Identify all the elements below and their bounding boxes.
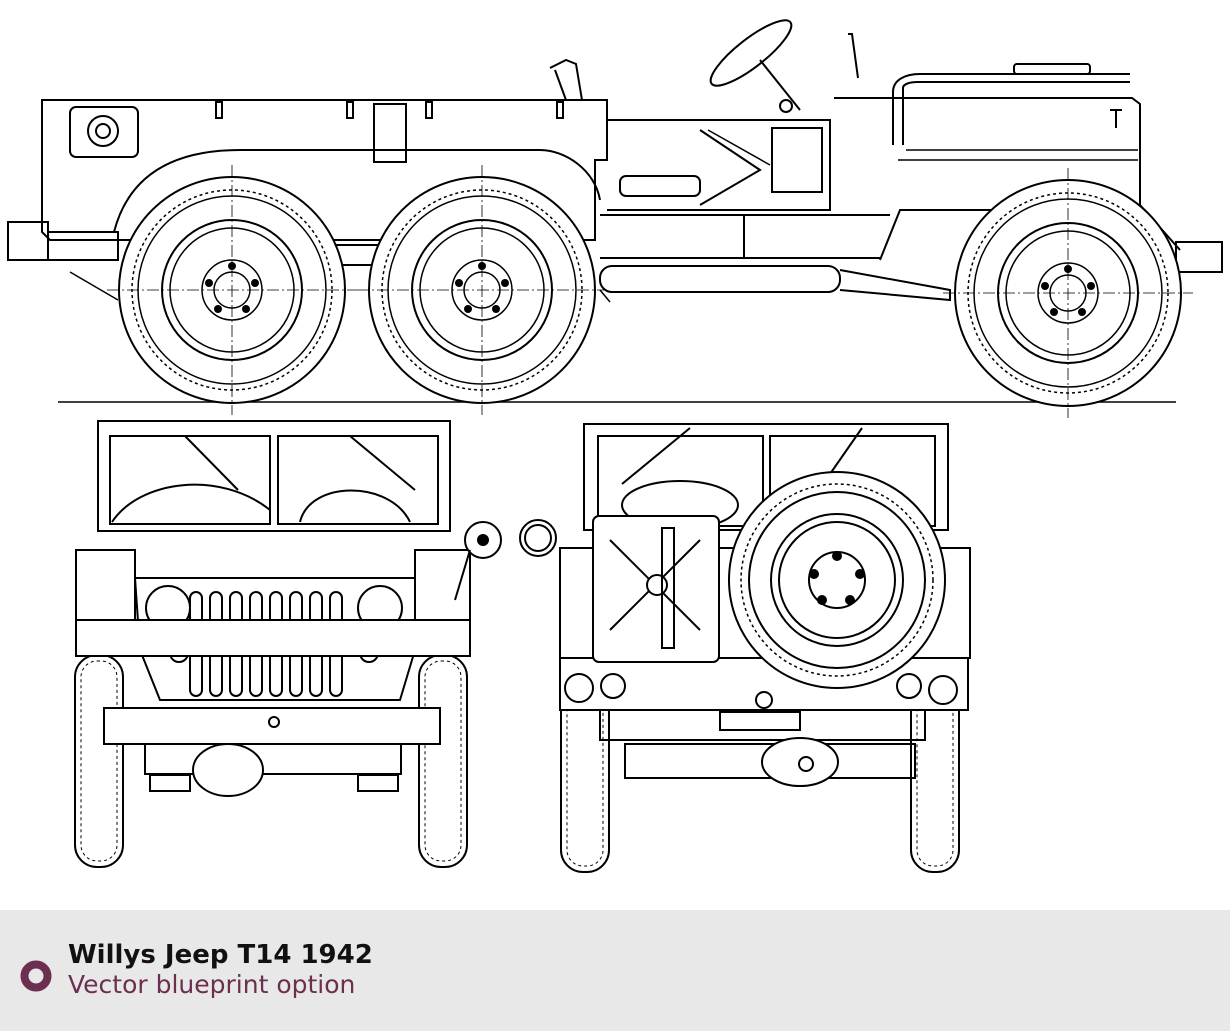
rear-view (519, 423, 971, 873)
front-view (74, 420, 502, 868)
footer-subtitle: Vector blueprint option (68, 970, 356, 999)
side-view (7, 19, 1223, 419)
footer-title: Willys Jeep T14 1942 (68, 940, 373, 970)
blueprint-drawing (7, 19, 1223, 873)
footer-bar (0, 910, 1230, 1031)
ring-badge-icon (20, 960, 52, 992)
